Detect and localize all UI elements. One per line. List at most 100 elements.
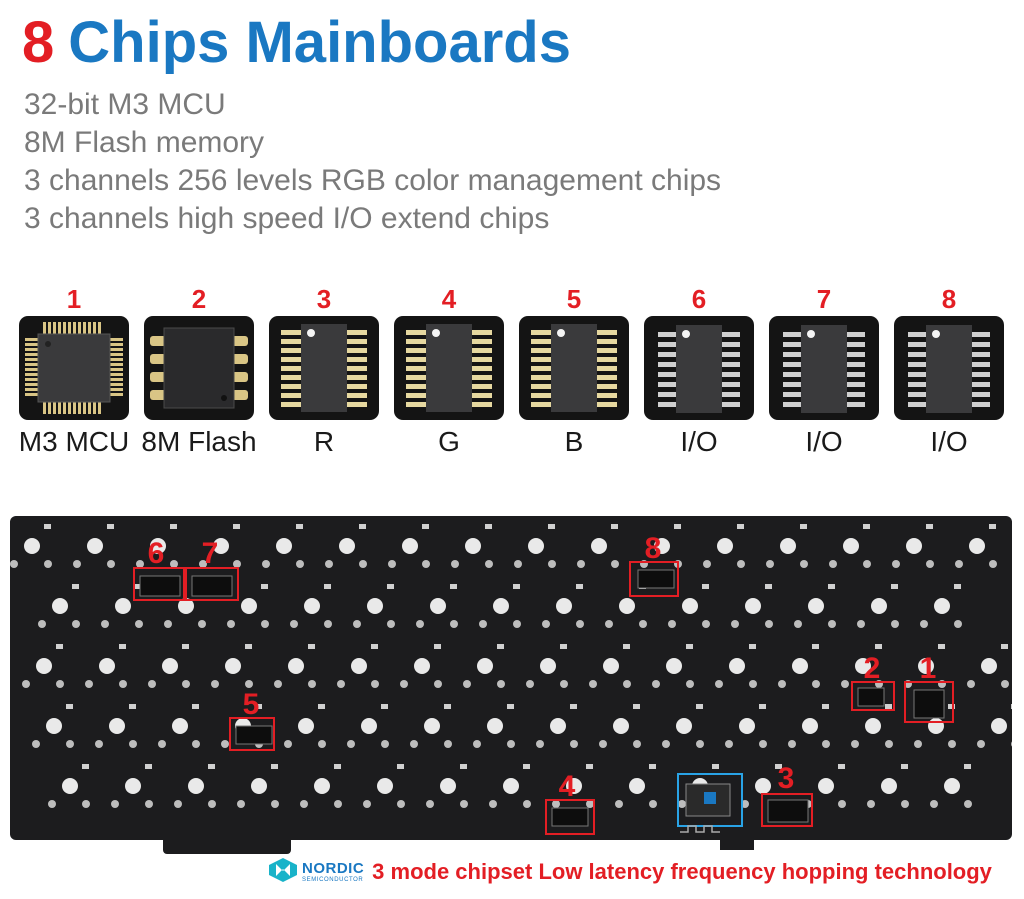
pin-pad [426,800,434,808]
pin-pad [44,560,52,568]
spec-line: 3 channels 256 levels RGB color manageme… [24,164,722,197]
soic-chip-silver-icon [644,316,754,420]
pin-pad [164,620,172,628]
chip-number: 6 [691,284,707,314]
nordic-module [677,773,743,833]
pin-pad [245,680,253,688]
flash-chip-icon [144,316,254,420]
led-pad [863,524,870,529]
led-pad [387,584,394,589]
led-pad [72,584,79,589]
switch-hole [619,598,635,614]
pin-pad [111,800,119,808]
switch-hole [225,658,241,674]
pin-pad [444,740,452,748]
pin-pad [227,620,235,628]
flash-chip: 2 [851,652,895,711]
led-pad [926,524,933,529]
switch-hole [99,658,115,674]
switch-hole [377,778,393,794]
switch-hole [109,718,125,734]
chip-label: M3 MCU [18,426,130,457]
switch-hole [934,598,950,614]
led-pad [649,764,656,769]
switch-hole [739,718,755,734]
led-pad [749,644,756,649]
pin-pad [400,680,408,688]
pin-pad [800,560,808,568]
pin-pad [22,680,30,688]
chip-number: 2 [191,284,207,314]
nordic-logo-name: NORDIC [302,859,365,877]
led-pad [586,764,593,769]
switch-hole [493,598,509,614]
led-pad [119,644,126,649]
led-pad [938,644,945,649]
switch-hole [339,538,355,554]
led-pad [696,704,703,709]
led-pad [497,644,504,649]
title-number: 8 [22,10,55,75]
switch-hole [654,538,670,554]
led-pad [182,644,189,649]
led-pad [271,764,278,769]
pin-pad [485,560,493,568]
switch-hole [792,658,808,674]
led-pad [570,704,577,709]
switch-hole [402,538,418,554]
switch-hole [802,718,818,734]
pin-pad [145,800,153,808]
switch-hole [682,598,698,614]
pin-pad [759,740,767,748]
pin-pad [552,800,560,808]
led-pad [611,524,618,529]
pin-pad [589,680,597,688]
chip-card: 8 I/O [893,284,1005,464]
soic-chip-gold-icon [394,316,504,420]
led-pad [885,704,892,709]
pin-pad [363,800,371,808]
pin-pad [410,740,418,748]
pin-pad [892,560,900,568]
pin-pad [731,620,739,628]
led-pad [318,704,325,709]
led-pad [444,704,451,709]
pin-pad [715,680,723,688]
led-pad [674,524,681,529]
board-tab [720,838,754,850]
chip-number: 4 [441,284,457,314]
led-pad [135,584,142,589]
pin-pad [262,560,270,568]
pin-pad [208,800,216,808]
led-pad [964,764,971,769]
pin-pad [174,800,182,808]
pin-pad [885,740,893,748]
led-pad [107,524,114,529]
switch-hole [24,538,40,554]
led-pad [828,584,835,589]
soic-chip-gold-icon [519,316,629,420]
switch-hole [944,778,960,794]
switch-hole [503,778,519,794]
led-pad [548,524,555,529]
pin-pad [778,680,786,688]
pin-pad [863,560,871,568]
led-pad [460,764,467,769]
led-pad [560,644,567,649]
pin-pad [192,740,200,748]
pin-pad [308,680,316,688]
spec-line: 8M Flash memory [24,126,265,159]
pin-pad [794,620,802,628]
pin-pad [38,620,46,628]
switch-hole [367,598,383,614]
switch-hole [87,538,103,554]
pin-pad [271,800,279,808]
pin-pad [32,740,40,748]
chip-label: I/O [805,426,843,457]
pin-pad [668,620,676,628]
switch-hole [918,658,934,674]
pin-pad [158,740,166,748]
pin-pad [577,560,585,568]
switch-hole [298,718,314,734]
switch-hole [629,778,645,794]
